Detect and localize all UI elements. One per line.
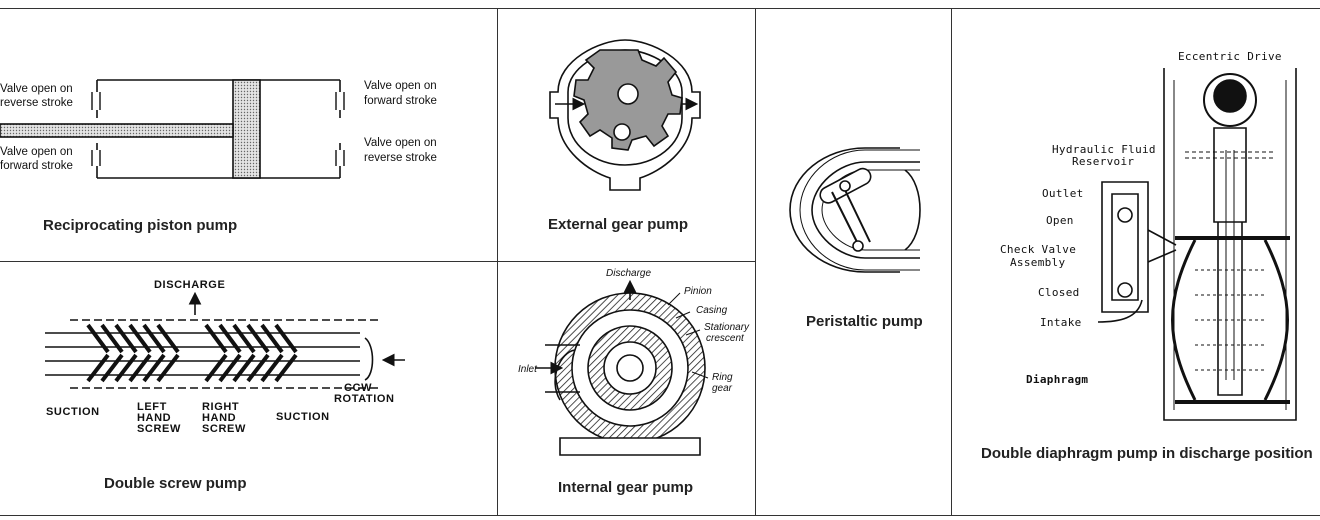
piston-label-7: Valve open on	[364, 137, 437, 149]
screw-right-hand-label-2: HAND	[202, 412, 237, 424]
peristaltic-pump-drawing	[789, 147, 921, 273]
screw-discharge-label: DISCHARGE	[154, 279, 226, 291]
diaphragm-check-label-1: Check Valve	[1000, 243, 1077, 256]
panel-grid	[0, 8, 1320, 516]
screw-pump-title: Double screw pump	[104, 475, 247, 492]
external-gear-pump-drawing	[549, 39, 701, 191]
internal-ring-gear-label-1: Ring	[712, 372, 733, 383]
diaphragm-outlet-label: Outlet	[1042, 187, 1084, 200]
piston-label-2: reverse stroke	[0, 97, 73, 109]
screw-ccw-label-1: CCW	[344, 382, 373, 394]
screw-right-hand-label-3: SCREW	[202, 423, 246, 435]
piston-label-3: Valve open on	[0, 146, 73, 158]
screw-right-hand-label-1: RIGHT	[202, 401, 240, 413]
internal-casing-label: Casing	[696, 305, 728, 316]
internal-crescent-label-1: Stationary	[704, 322, 750, 333]
screw-ccw-label-2: ROTATION	[334, 393, 395, 405]
internal-ring-gear-label-2: gear	[712, 383, 733, 394]
screw-suction-left-label: SUCTION	[46, 406, 100, 418]
double-screw-pump-drawing	[45, 291, 405, 389]
diaphragm-closed-label: Closed	[1038, 286, 1080, 299]
screw-left-hand-label-2: HAND	[137, 412, 172, 424]
diaphragm-reservoir-label-1: Hydraulic Fluid	[1052, 143, 1156, 156]
diaphragm-open-label: Open	[1046, 214, 1074, 227]
piston-label-1: Valve open on	[0, 83, 73, 95]
internal-discharge-label: Discharge	[606, 268, 652, 279]
diaphragm-intake-label: Intake	[1040, 316, 1082, 329]
internal-gear-pump-drawing	[535, 279, 709, 456]
screw-left-hand-label-3: SCREW	[137, 423, 181, 435]
piston-label-5: Valve open on	[364, 80, 437, 92]
piston-label-8: reverse stroke	[364, 152, 437, 164]
internal-inlet-label: Inlet	[518, 364, 537, 375]
screw-left-hand-label-1: LEFT	[137, 401, 167, 413]
diaphragm-check-label-2: Assembly	[1010, 256, 1066, 269]
piston-pump-title: Reciprocating piston pump	[43, 217, 238, 234]
piston-label-6: forward stroke	[364, 95, 437, 107]
diaphragm-pump-title: Double diaphragm pump in discharge posit…	[981, 445, 1313, 462]
internal-crescent-label-2: crescent	[706, 333, 744, 344]
diaphragm-label: Diaphragm	[1026, 373, 1089, 386]
piston-label-4: forward stroke	[0, 160, 73, 172]
internal-pinion-label: Pinion	[684, 286, 712, 297]
screw-suction-right-label: SUCTION	[276, 411, 330, 423]
internal-gear-pump-title: Internal gear pump	[558, 479, 694, 496]
diaphragm-drive-label: Eccentric Drive	[1178, 50, 1282, 63]
piston-pump-drawing	[0, 79, 345, 179]
peristaltic-pump-title: Peristaltic pump	[806, 313, 923, 330]
diaphragm-pump-drawing	[1097, 68, 1297, 421]
external-gear-pump-title: External gear pump	[548, 216, 689, 233]
diaphragm-reservoir-label-2: Reservoir	[1072, 155, 1135, 168]
